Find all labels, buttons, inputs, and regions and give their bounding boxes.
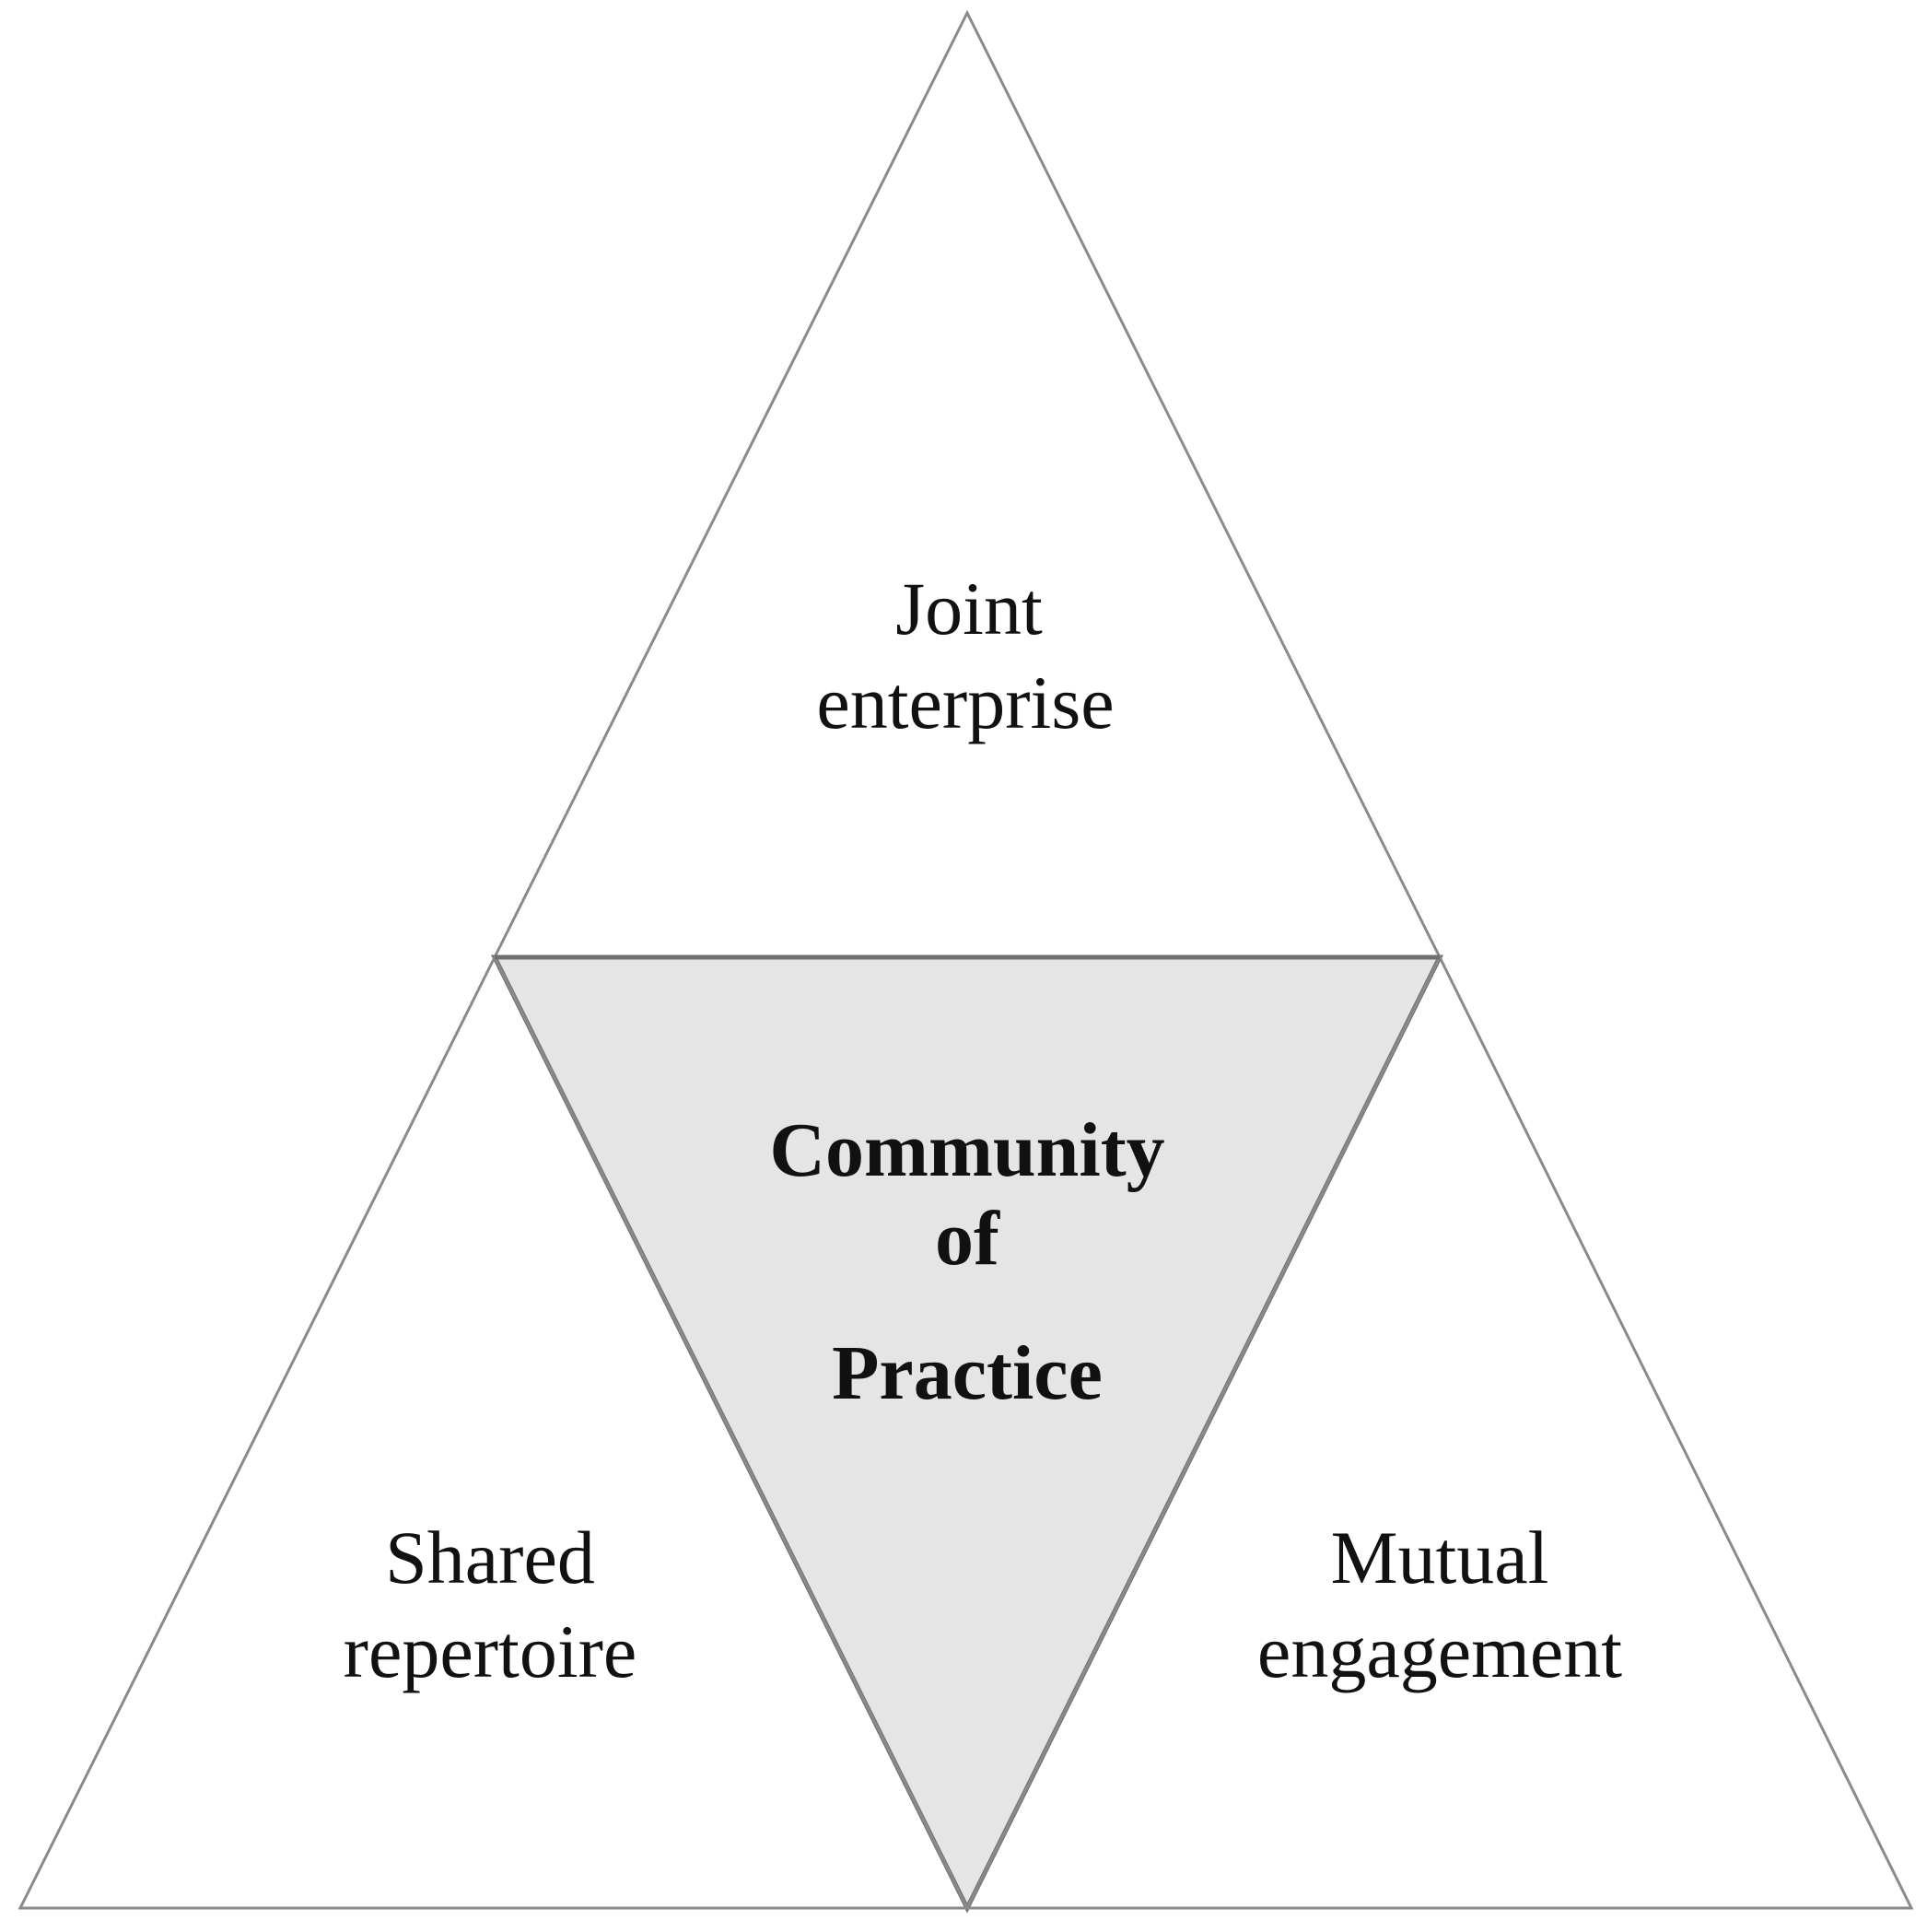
- center-triangle: [490, 954, 1444, 1914]
- center-label-line1: Community: [769, 1107, 1164, 1193]
- top-label-line2: enterprise: [816, 661, 1114, 744]
- center-label-line3: Practice: [832, 1330, 1103, 1416]
- left-label-line1: Shared: [385, 1516, 595, 1599]
- right-label-line2: engagement: [1257, 1610, 1622, 1693]
- top-triangle: [492, 9, 1442, 959]
- top-label-line1: Joint: [895, 567, 1043, 650]
- left-triangle: [18, 954, 970, 1910]
- center-label-line2: of: [935, 1196, 1000, 1282]
- right-triangle: [964, 954, 1914, 1910]
- left-label-line2: repertoire: [344, 1610, 637, 1693]
- right-label-line1: Mutual: [1331, 1516, 1549, 1599]
